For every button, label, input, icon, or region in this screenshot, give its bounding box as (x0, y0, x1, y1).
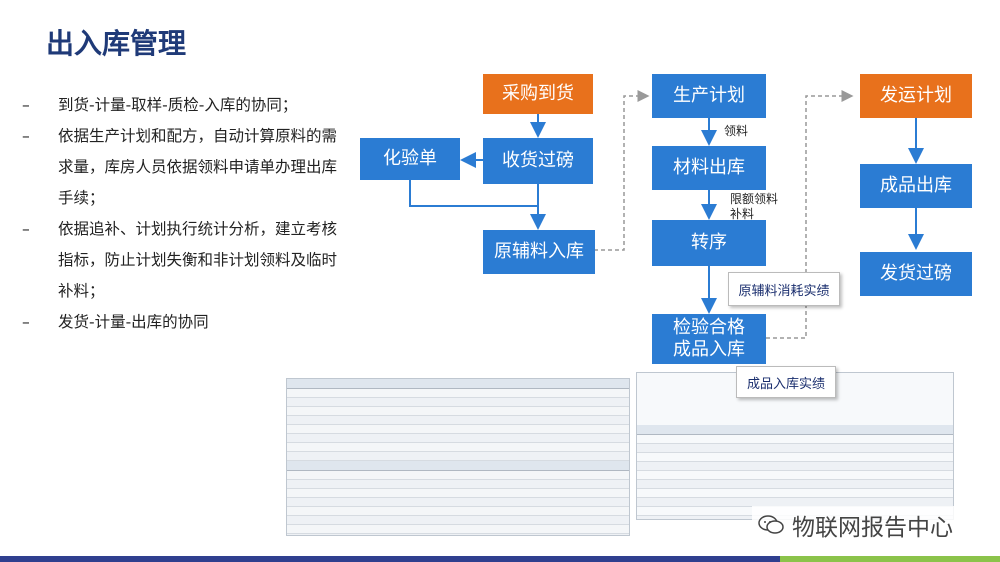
page-title: 出入库管理 (46, 27, 187, 60)
watermark-text: 物联网报告中心 (792, 515, 953, 541)
bullet-marker: – (22, 313, 30, 331)
bullet-marker: – (22, 220, 30, 238)
label-quota-picking: 限额领料 补料 (730, 192, 779, 221)
box-transfer: 转序 (652, 220, 766, 266)
box-finished-out: 成品出库 (860, 164, 972, 208)
bullet-item: –发货-计量-出库的协同 (22, 307, 342, 338)
bullet-marker: – (22, 96, 30, 114)
bullet-list: –到货-计量-取样-质检-入库的协同； –依据生产计划和配方，自动计算原料的需求… (22, 90, 342, 338)
box-raw-material-in: 原辅料入库 (483, 230, 595, 274)
box-production-plan: 生产计划 (652, 74, 766, 118)
watermark: 物联网报告中心 (752, 506, 959, 544)
wechat-icon (758, 515, 784, 534)
bullet-item: –依据生产计划和配方，自动计算原料的需求量，库房人员依据领料申请单办理出库手续； (22, 121, 342, 214)
arrow-lab-elbow (409, 180, 538, 207)
bullet-marker: – (22, 127, 30, 145)
box-inspection-finished-in: 检验合格 成品入库 (652, 314, 766, 364)
arrow-raw-in-to-plan (594, 90, 650, 251)
footer-bar (0, 556, 1000, 562)
banner-finished-in-record: 成品入库实绩 (736, 366, 836, 398)
label-picking: 领料 (724, 124, 749, 138)
arrow-inspection-to-shipping (766, 90, 854, 339)
box-lab-sheet: 化验单 (360, 138, 460, 180)
box-shipping-weighing: 发货过磅 (860, 252, 972, 296)
bullet-item: –到货-计量-取样-质检-入库的协同； (22, 90, 342, 121)
screenshot-material-tables (286, 378, 630, 536)
banner-material-consumption: 原辅料消耗实绩 (728, 272, 840, 306)
box-receiving-weighing: 收货过磅 (483, 138, 593, 184)
bullet-item: –依据追补、计划执行统计分析，建立考核指标，防止计划失衡和非计划领料及临时补料； (22, 214, 342, 307)
box-purchase-arrival: 采购到货 (483, 74, 593, 114)
box-shipping-plan: 发运计划 (860, 74, 972, 118)
box-material-out: 材料出库 (652, 146, 766, 190)
